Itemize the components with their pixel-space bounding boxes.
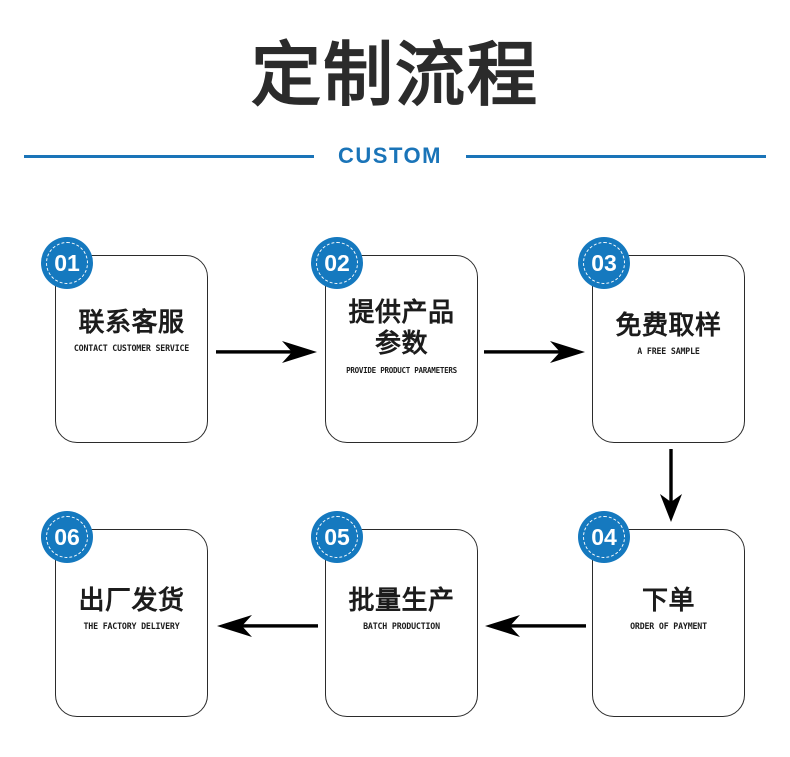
dashed-ring-icon [46,516,88,558]
step-card-01[interactable]: 联系客服 CONTACT CUSTOMER SERVICE [55,255,208,443]
step-badge-02: 02 [311,237,363,289]
divider-line-left [24,154,315,158]
arrow-right-icon-01-to-02 [216,336,318,368]
step-title-cn: 下单 [641,586,695,616]
step-number: 03 [591,249,617,276]
arrow-right-icon-02-to-03 [484,336,586,368]
header: 定制流程 CUSTOM [0,0,790,190]
step-card-03[interactable]: 免费取样 A FREE SAMPLE [592,255,745,443]
step-card-05[interactable]: 批量生产 BATCH PRODUCTION [325,529,478,717]
dashed-ring-icon [316,242,358,284]
step-title-cn: 免费取样 [615,311,722,341]
step-title-cn: 出厂发货 [78,586,185,616]
step-number: 05 [324,523,350,550]
step-number: 02 [324,249,350,276]
step-badge-01: 01 [41,237,93,289]
step-number: 04 [591,523,617,550]
step-card-02[interactable]: 提供产品 参数 PROVIDE PRODUCT PARAMETERS [325,255,478,443]
step-number: 06 [54,523,80,550]
step-number: 01 [54,249,80,276]
step-title-en: BATCH PRODUCTION [363,622,440,632]
dashed-ring-icon [316,516,358,558]
dashed-ring-icon [46,242,88,284]
step-card-04[interactable]: 下单 ORDER OF PAYMENT [592,529,745,717]
step-title-en: CONTACT CUSTOMER SERVICE [73,344,190,354]
step-badge-03: 03 [578,237,630,289]
divider-line-right [465,154,766,158]
arrow-left-icon-05-to-06 [216,610,318,642]
arrow-left-icon-04-to-05 [484,610,586,642]
step-badge-04: 04 [578,511,630,563]
step-title-en: A FREE SAMPLE [637,347,700,357]
step-card-06[interactable]: 出厂发货 THE FACTORY DELIVERY [55,529,208,717]
step-title-cn: 提供产品 参数 [348,298,455,359]
step-title-cn: 批量生产 [348,586,455,616]
step-title-en: THE FACTORY DELIVERY [83,622,180,632]
subtitle-row: CUSTOM [0,141,790,171]
dashed-ring-icon [583,516,625,558]
arrow-down-icon-03-to-04 [655,449,687,523]
step-title-en: ORDER OF PAYMENT [630,622,707,632]
step-title-en: PROVIDE PRODUCT PARAMETERS [346,365,457,375]
step-badge-05: 05 [311,511,363,563]
step-title-cn: 联系客服 [78,308,185,338]
page-title: 定制流程 [251,34,539,116]
dashed-ring-icon [583,242,625,284]
step-badge-06: 06 [41,511,93,563]
subtitle-label: CUSTOM [338,143,442,168]
